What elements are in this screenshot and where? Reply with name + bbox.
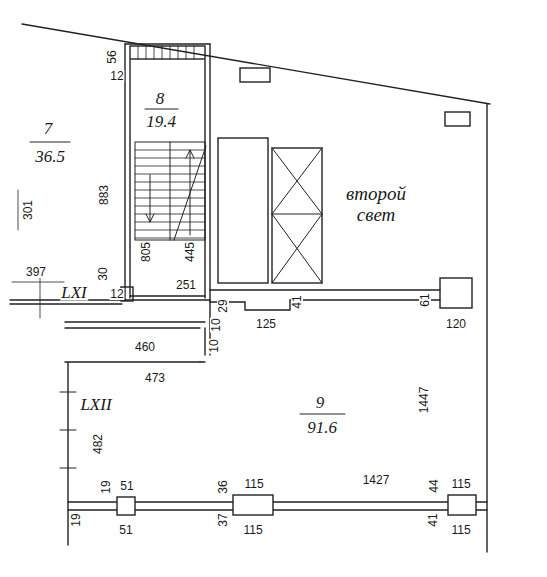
stair-step <box>135 150 205 151</box>
elevator-symbol <box>272 148 322 283</box>
stair-step <box>135 198 205 199</box>
dimension-label: 115 <box>243 478 264 490</box>
stair-step <box>135 222 205 223</box>
room-label: 7 <box>43 120 54 137</box>
stair-wall <box>125 44 210 300</box>
break-line <box>174 146 206 240</box>
dimension-label: 36 <box>217 479 229 494</box>
dimension-label: 61 <box>419 292 431 307</box>
dimension-label: 12 <box>109 288 124 300</box>
dimension-label: 37 <box>217 512 229 527</box>
dimension-label: 120 <box>445 318 467 330</box>
wall <box>210 300 440 310</box>
vent <box>240 68 270 82</box>
stair-step <box>135 182 205 183</box>
dimension-line <box>12 277 64 318</box>
dimension-label: 10 <box>208 338 220 353</box>
shaft <box>218 138 268 283</box>
dimension-label: 251 <box>175 279 197 291</box>
room-label: 8 <box>155 90 166 107</box>
column <box>440 278 472 308</box>
dimension-label: 445 <box>184 241 196 263</box>
room-label: 36.5 <box>34 148 66 165</box>
dimension-label: 301 <box>22 199 34 221</box>
dimension-label: 10 <box>210 317 222 332</box>
area-note: второй свет <box>335 184 417 226</box>
dimension-label: 12 <box>109 70 124 82</box>
wall <box>10 300 125 304</box>
dimension-label: 473 <box>144 372 166 384</box>
dimension-label: 41 <box>427 512 439 527</box>
stair-step <box>135 190 205 191</box>
wall <box>65 322 205 328</box>
outer-wall <box>22 24 490 104</box>
dimension-label: 19 <box>100 479 112 494</box>
window <box>130 46 205 59</box>
dimension-label: 397 <box>25 266 47 278</box>
stair-step <box>135 174 205 175</box>
dimension-label: 460 <box>134 341 156 353</box>
column <box>448 495 476 515</box>
column <box>117 497 135 515</box>
room-label: 19.4 <box>145 113 177 130</box>
dimension-label: 883 <box>98 184 110 206</box>
dimension-label: 30 <box>97 266 109 281</box>
stair-step <box>135 238 205 239</box>
dimension-line <box>18 190 19 230</box>
stair-divider <box>170 142 171 240</box>
dimension-label: 41 <box>291 294 303 309</box>
dimension-label: 1427 <box>362 474 391 486</box>
stair-step <box>135 230 205 231</box>
dimension-label: 19 <box>70 512 82 527</box>
room-label: 9 <box>315 394 326 411</box>
window-hatch <box>138 46 194 59</box>
dimension-label: 44 <box>428 478 440 493</box>
room-label: 91.6 <box>306 419 338 436</box>
wall <box>210 289 440 290</box>
stair-step <box>135 166 205 167</box>
wall <box>125 296 210 300</box>
wall <box>65 362 200 545</box>
dimension-label: 125 <box>255 318 277 330</box>
vent <box>445 112 470 126</box>
shaft <box>272 148 322 283</box>
room-label: LXII <box>79 396 112 413</box>
dimension-label: 51 <box>118 524 133 536</box>
outer-wall <box>486 104 487 552</box>
stair-arrow <box>146 150 194 235</box>
stair-step <box>135 206 205 207</box>
dimension-label: 805 <box>140 241 152 263</box>
tick <box>60 392 76 468</box>
dimension-label: 29 <box>217 298 229 313</box>
dimension-label: 115 <box>242 524 263 536</box>
dimension-label: 1447 <box>418 386 430 415</box>
dimension-label: 115 <box>450 478 471 490</box>
dimension-label: 56 <box>106 49 118 64</box>
stair-wall <box>125 43 210 44</box>
dimension-label: 115 <box>450 524 471 536</box>
room-label: LXI <box>60 284 88 301</box>
room-underline <box>30 109 345 414</box>
dimension-label: 482 <box>92 433 104 455</box>
stair <box>135 142 205 240</box>
dimension-label: 51 <box>119 480 134 492</box>
column <box>233 495 273 515</box>
